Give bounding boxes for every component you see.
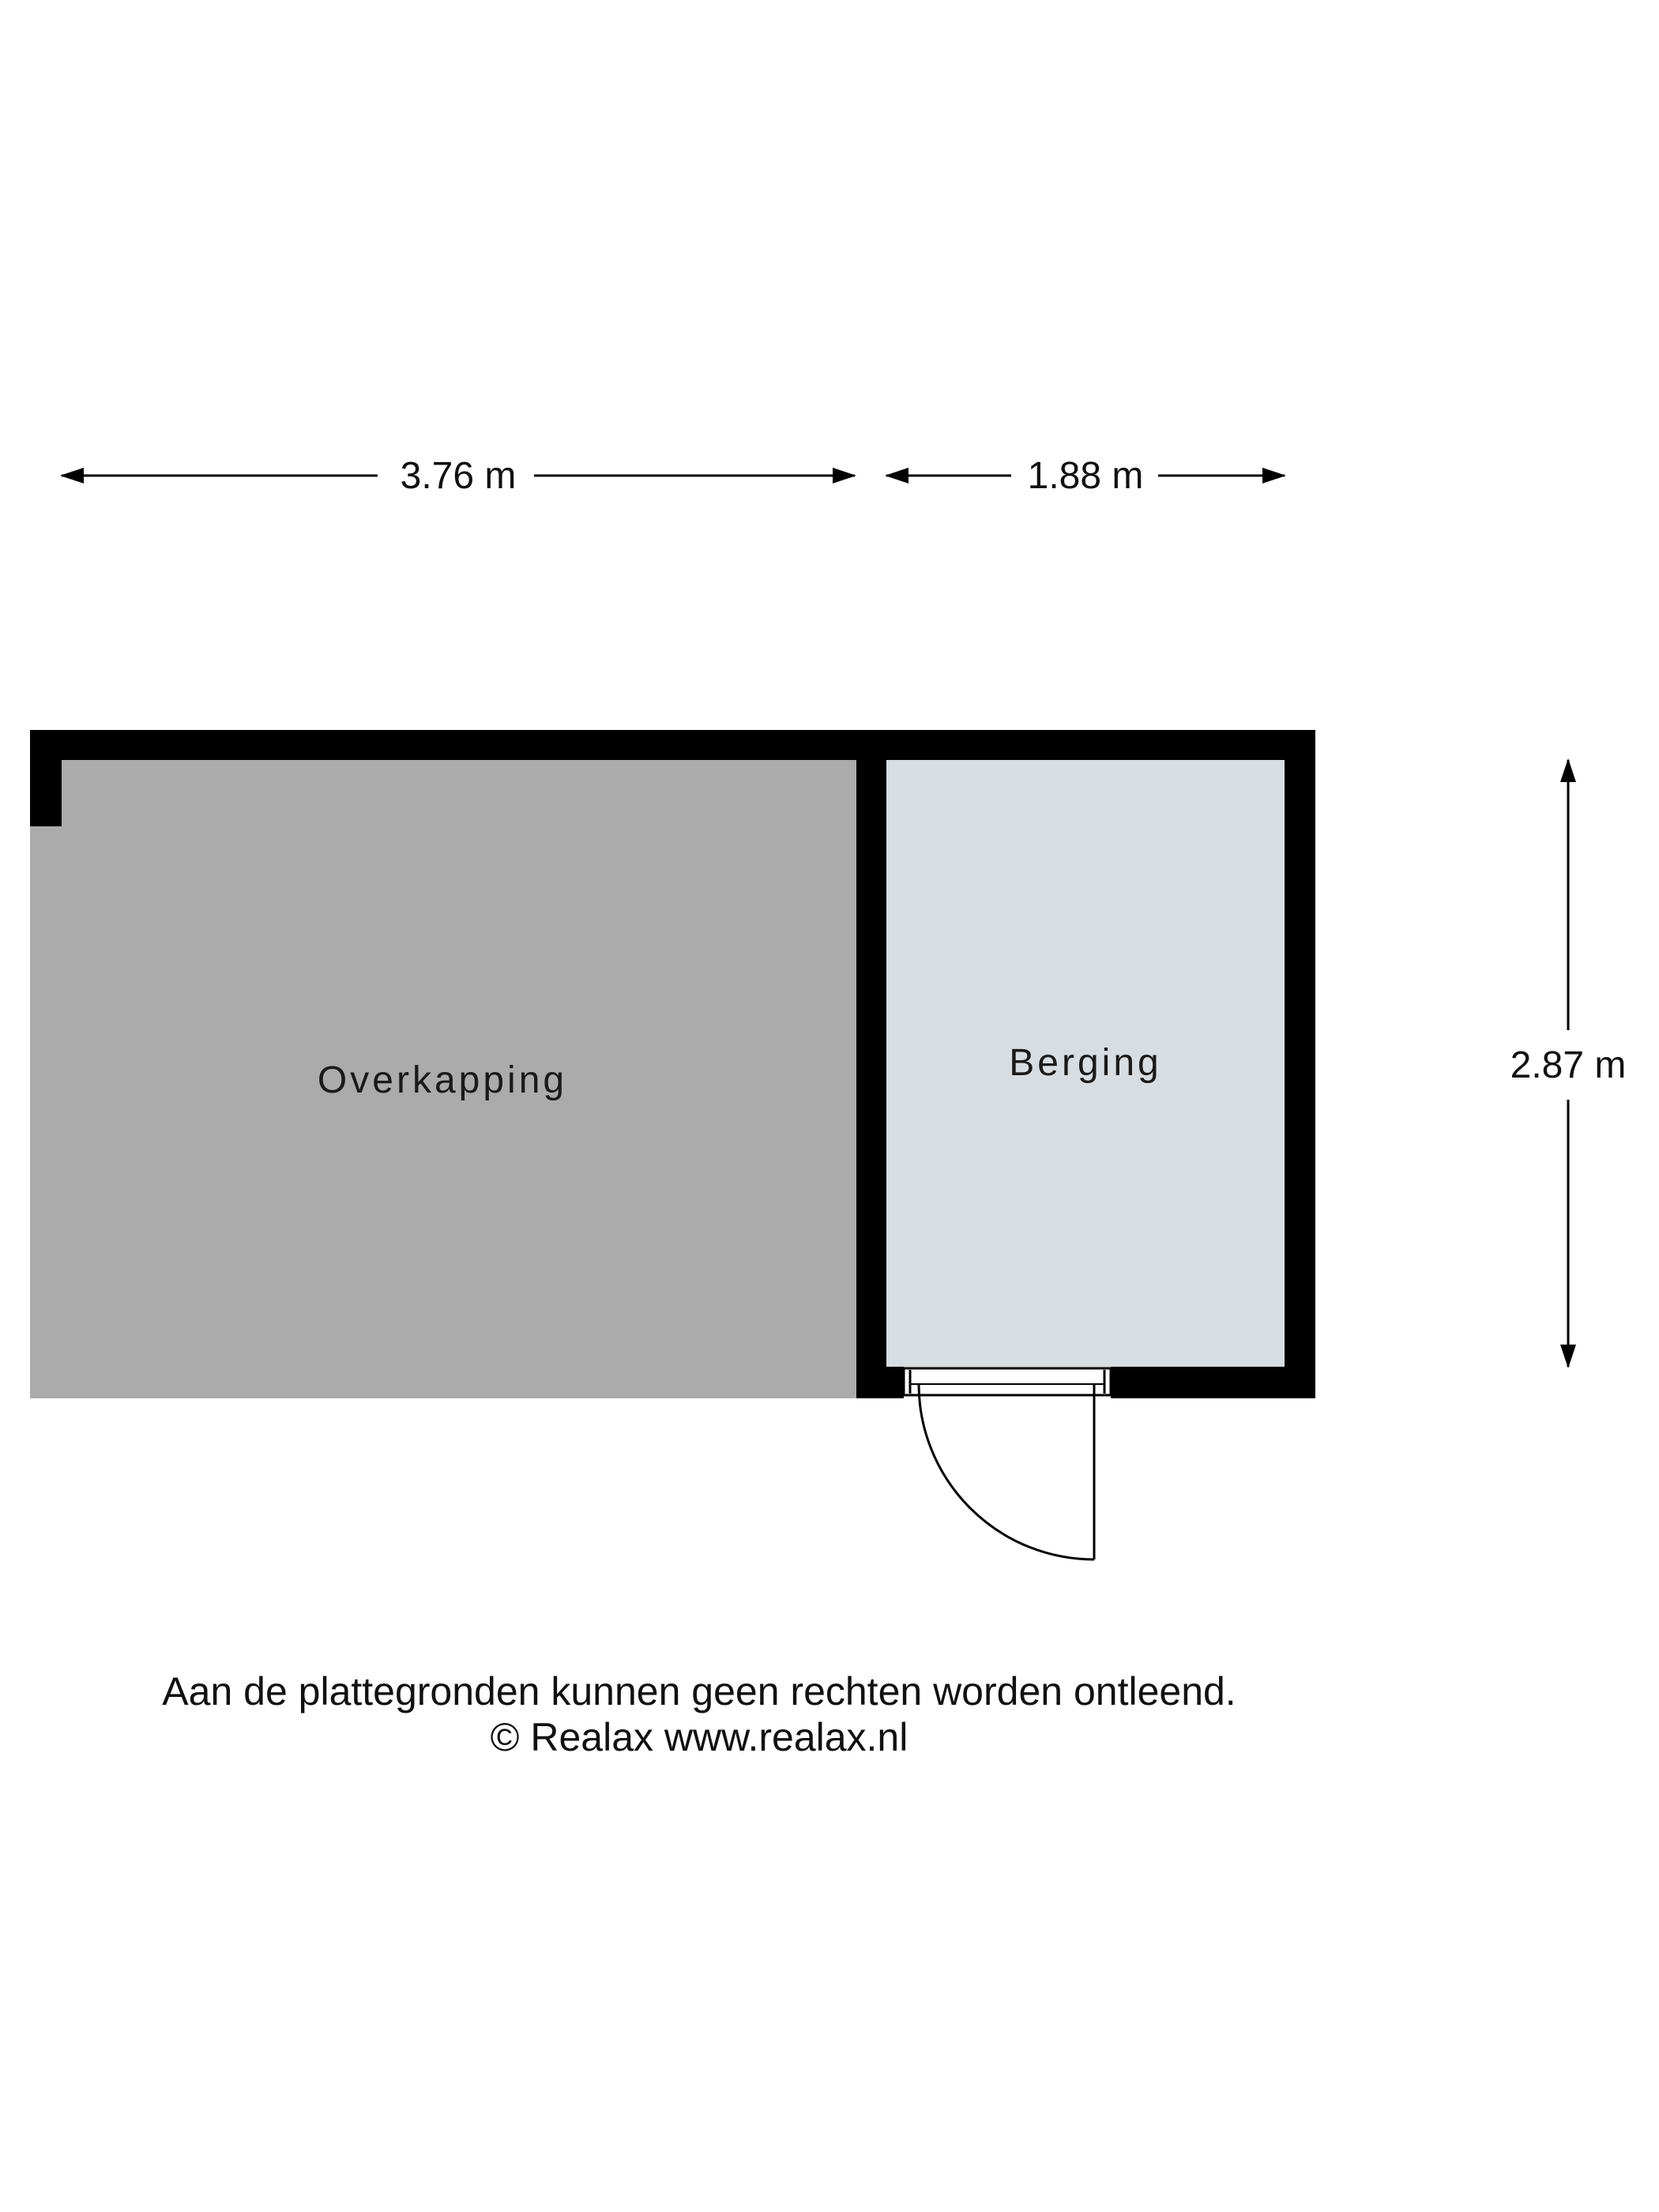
berging-floor <box>886 760 1285 1367</box>
door-frame <box>902 1367 1112 1397</box>
room-label-overkapping: Overkapping <box>318 1059 567 1101</box>
right-wall <box>1285 730 1315 1398</box>
dimension-label-overkapping-width: 3.76 m <box>401 455 517 497</box>
overkapping-floor <box>30 730 856 1398</box>
bottom-wall-right <box>1111 1367 1315 1398</box>
dimension-label-height: 2.87 m <box>1510 1044 1627 1086</box>
middle-wall <box>856 730 886 1398</box>
dimension-overkapping-width: 3.76 m <box>60 455 856 497</box>
room-label-berging: Berging <box>1009 1042 1161 1084</box>
disclaimer-text: Aan de plattegronden kunnen geen rechten… <box>162 1669 1236 1714</box>
door-swing-arc <box>917 1383 1095 1561</box>
left-wall-stub <box>30 730 62 826</box>
berging-door <box>902 1367 1112 1561</box>
dimension-label-berging-width: 1.88 m <box>1028 455 1144 497</box>
dimension-height: 2.87 m <box>1510 758 1627 1368</box>
bottom-wall-left <box>856 1367 904 1398</box>
copyright-text: © Realax www.realax.nl <box>491 1715 908 1759</box>
top-wall <box>30 730 1315 760</box>
dimension-berging-width: 1.88 m <box>885 455 1286 497</box>
walls <box>30 730 1315 1398</box>
